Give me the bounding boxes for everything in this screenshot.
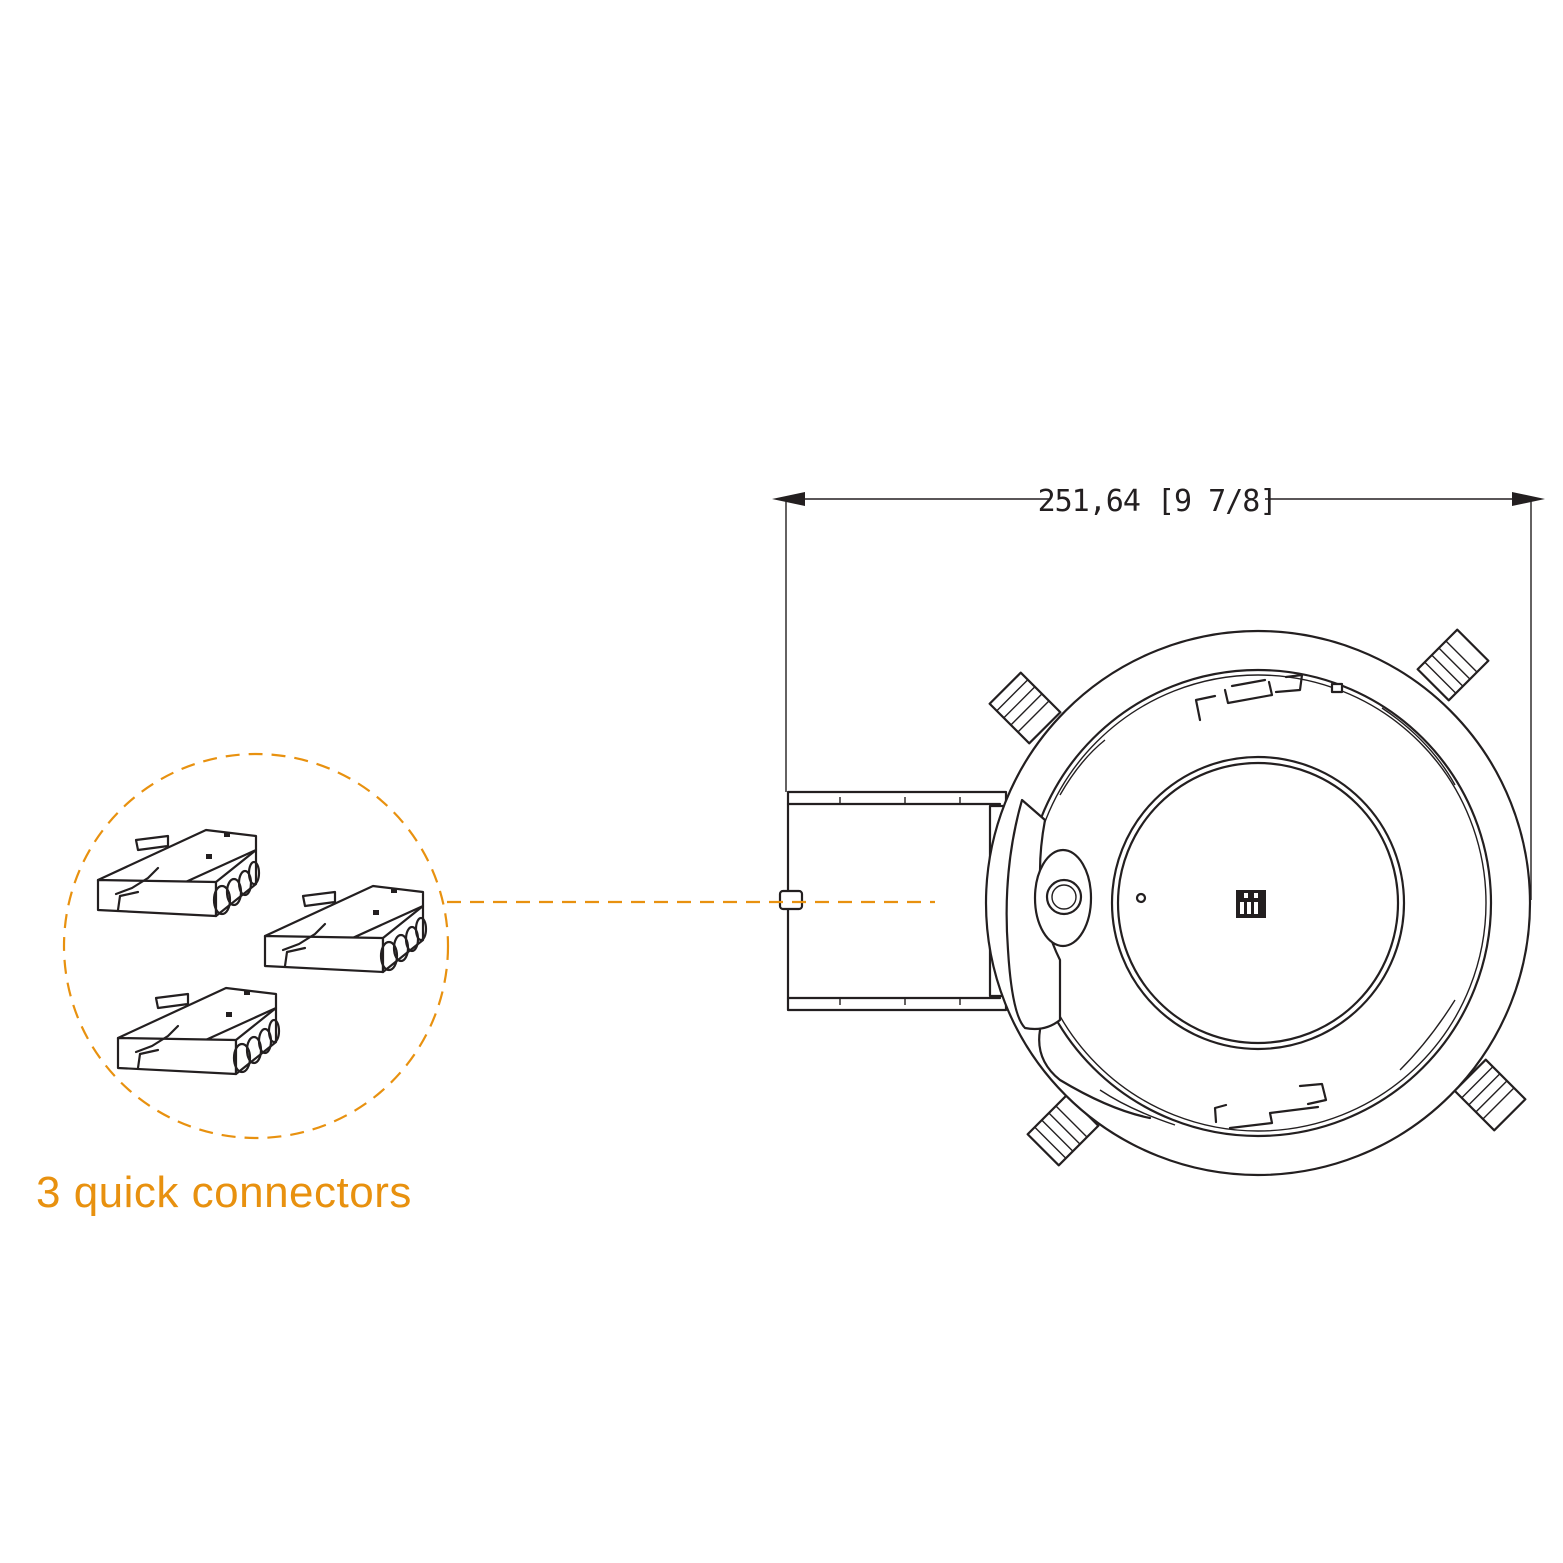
center-socket [1236, 890, 1266, 918]
mounting-clip-bottom-right [1453, 1058, 1527, 1132]
round-housing [984, 629, 1532, 1177]
dimension-arrow-left [772, 492, 805, 506]
light-aperture-outer [1110, 755, 1406, 1051]
dimension-arrow-right [1512, 492, 1545, 506]
junction-box-knockout [778, 889, 804, 911]
quick-connector-1 [96, 828, 261, 918]
callout-caption: 3 quick connectors [36, 1168, 412, 1217]
callout-circle [62, 752, 450, 1140]
mounting-clip-top-left [988, 671, 1062, 745]
mounting-clips [988, 628, 1527, 1167]
bottom-latch [1213, 1082, 1328, 1130]
top-latch [1194, 673, 1304, 722]
dimension-label: 251,64 [9 7/8] [1038, 484, 1277, 519]
mounting-clip-bottom-left [1026, 1093, 1100, 1167]
quick-connector-3 [116, 986, 281, 1076]
mounting-clip-top-right [1416, 628, 1490, 702]
width-dimension: 251,64 [9 7/8] [772, 484, 1545, 900]
screw-hole [1135, 892, 1147, 904]
quick-connector-2 [263, 884, 428, 974]
light-aperture-inner [1116, 761, 1400, 1045]
